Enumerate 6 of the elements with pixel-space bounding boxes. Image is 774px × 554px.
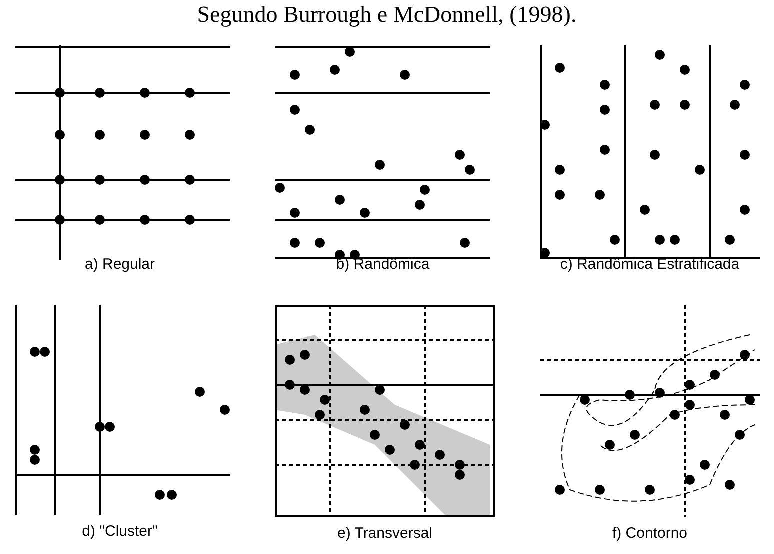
- panel-caption: a) Regular: [84, 256, 156, 273]
- panel-caption: c) Randômica Estratificada: [560, 256, 740, 273]
- panel-caption: e) Transversal: [337, 525, 433, 542]
- panel-caption: f) Contorno: [612, 525, 688, 542]
- figure-title: Segundo Burrough e McDonnell, (1998).: [197, 2, 577, 28]
- panel-caption: d) "Cluster": [82, 523, 158, 540]
